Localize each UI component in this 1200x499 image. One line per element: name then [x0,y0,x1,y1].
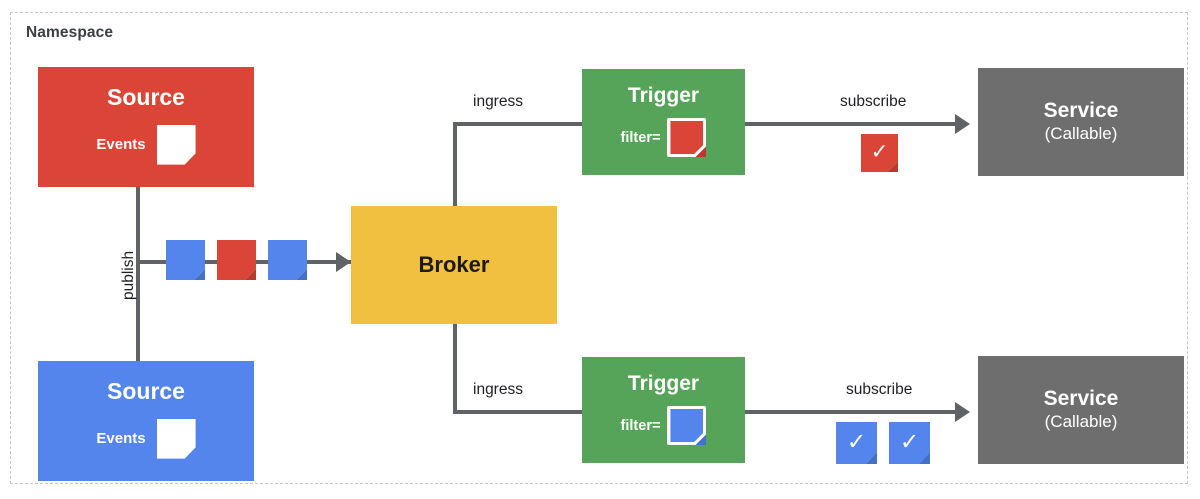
subscribe-bottom-badges: ✓ ✓ [836,422,930,464]
namespace-boundary [10,12,1188,484]
service-bottom-subtitle: (Callable) [1044,411,1118,431]
subscribe-top-arrowhead [955,114,970,134]
trigger-bottom-filter-label: filter= [620,417,661,434]
node-trigger-bottom[interactable]: Trigger filter= [582,357,745,463]
event-stream [166,240,307,280]
subscribe-top-badges: ✓ [861,134,898,172]
node-trigger-top[interactable]: Trigger filter= [582,69,745,175]
ingress-bottom-line [453,410,584,414]
filter-doc-red [667,118,707,158]
ingress-top-label: ingress [473,93,523,110]
subscribe-check-doc-blue-2: ✓ [889,422,930,464]
ingress-top-line [453,122,584,126]
namespace-label: Namespace [26,24,114,41]
source-top-events-row: Events [96,124,196,165]
subscribe-top-line [745,122,965,126]
subscribe-check-doc-red: ✓ [861,134,898,172]
service-bottom-title: Service [1043,387,1119,411]
event-doc-white-bottom [156,418,196,459]
trigger-bottom-title: Trigger [627,371,700,395]
check-icon: ✓ [870,140,889,164]
subscribe-check-doc-blue-1: ✓ [836,422,877,464]
trigger-bottom-filter-row: filter= [620,406,707,446]
subscribe-bottom-line [745,410,965,414]
node-service-top[interactable]: Service (Callable) [978,68,1184,176]
subscribe-bottom-arrowhead [955,402,970,422]
event-doc-blue-1 [166,240,205,280]
event-doc-white-top [156,124,196,165]
event-doc-red [217,240,256,280]
publish-label: publish [120,250,137,300]
trigger-top-title: Trigger [627,83,700,107]
service-top-subtitle: (Callable) [1044,123,1118,143]
trigger-top-filter-label: filter= [620,129,661,146]
check-icon: ✓ [846,428,867,455]
broker-title: Broker [418,252,490,278]
node-service-bottom[interactable]: Service (Callable) [978,356,1184,464]
subscribe-top-label: subscribe [840,93,907,110]
service-top-title: Service [1043,99,1119,123]
node-broker[interactable]: Broker [351,206,557,324]
source-bottom-events-label: Events [96,430,146,448]
publish-trunk-line [136,178,140,362]
trigger-top-filter-row: filter= [620,118,707,158]
subscribe-bottom-label: subscribe [846,381,913,398]
source-top-title: Source [107,84,185,111]
filter-doc-blue [667,406,707,446]
source-top-events-label: Events [96,136,146,154]
publish-arrowhead [336,252,351,272]
source-bottom-title: Source [107,378,185,405]
ingress-bottom-label: ingress [473,381,523,398]
source-bottom-events-row: Events [96,418,196,459]
event-doc-blue-2 [268,240,307,280]
node-source-bottom[interactable]: Source Events [38,361,254,481]
node-source-top[interactable]: Source Events [38,67,254,187]
check-icon: ✓ [899,428,920,455]
